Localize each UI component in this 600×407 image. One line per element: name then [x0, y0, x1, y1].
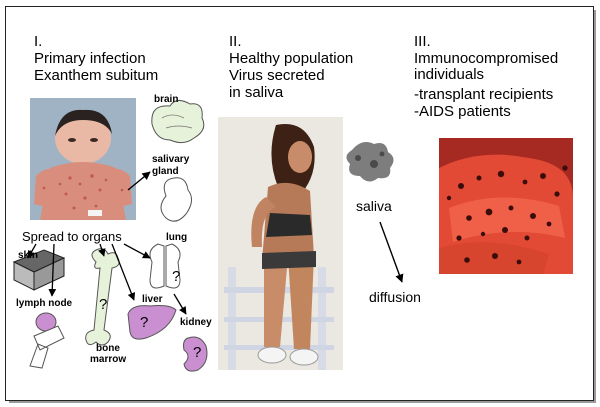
- section1-title: Primary infection: [34, 50, 146, 67]
- section3-number: III.: [414, 33, 431, 50]
- healthy-person-photo: [218, 117, 343, 370]
- bone-question-mark: ?: [99, 296, 108, 313]
- section2-subtitle-line1: Virus secreted: [229, 67, 325, 84]
- section3-item1: -transplant recipients: [414, 86, 554, 103]
- arrow-to-liver: [111, 243, 136, 301]
- kidney-label: kidney: [180, 317, 212, 328]
- section1-subtitle: Exanthem subitum: [34, 67, 159, 84]
- arrow-to-bone: [98, 243, 106, 257]
- lung-question-mark: ?: [172, 268, 181, 285]
- arrow-to-lung: [123, 243, 151, 259]
- liver-label: liver: [142, 294, 163, 305]
- section3-title-line2: individuals: [414, 66, 485, 83]
- kidney-icon: [183, 336, 208, 372]
- lung-icon: [149, 243, 181, 289]
- diffusion-label: diffusion: [369, 289, 421, 305]
- section3-item2: -AIDS patients: [414, 103, 511, 120]
- brain-label: brain: [154, 94, 179, 105]
- lymph-node-label: lymph node: [16, 298, 73, 309]
- saliva-droplet-icon: [346, 142, 394, 182]
- liver-icon: [127, 305, 177, 340]
- arrow-to-kidney: [173, 293, 187, 315]
- arrow-to-skin: [27, 243, 37, 259]
- section3-title-line1: Immunocompromised: [414, 50, 559, 67]
- lymph-node-icon: [29, 312, 65, 369]
- arrow-to-salivary: [127, 171, 151, 191]
- arrow-to-lymph-node: [48, 243, 57, 297]
- salivary-gland-label: salivary gland: [152, 154, 190, 177]
- lung-label: lung: [166, 232, 188, 243]
- spread-to-organs-label: Spread to organs: [22, 229, 122, 244]
- saliva-label: saliva: [356, 198, 392, 214]
- infant-rash-photo: [30, 98, 136, 220]
- brain-icon: [151, 100, 205, 144]
- bone-marrow-label: bone marrow: [90, 343, 127, 365]
- immunocompromised-skin-photo: [439, 138, 573, 274]
- section2-subtitle-line2: in saliva: [229, 84, 284, 101]
- liver-question-mark: ?: [140, 314, 149, 331]
- section2-title: Healthy population: [229, 50, 354, 67]
- section1-number: I.: [34, 33, 43, 50]
- salivary-gland-icon: [160, 177, 192, 222]
- skin-label: skin: [18, 250, 39, 261]
- kidney-question-mark: ?: [193, 344, 202, 361]
- section2-number: II.: [229, 33, 242, 50]
- arrow-saliva-to-diffusion: [379, 221, 404, 283]
